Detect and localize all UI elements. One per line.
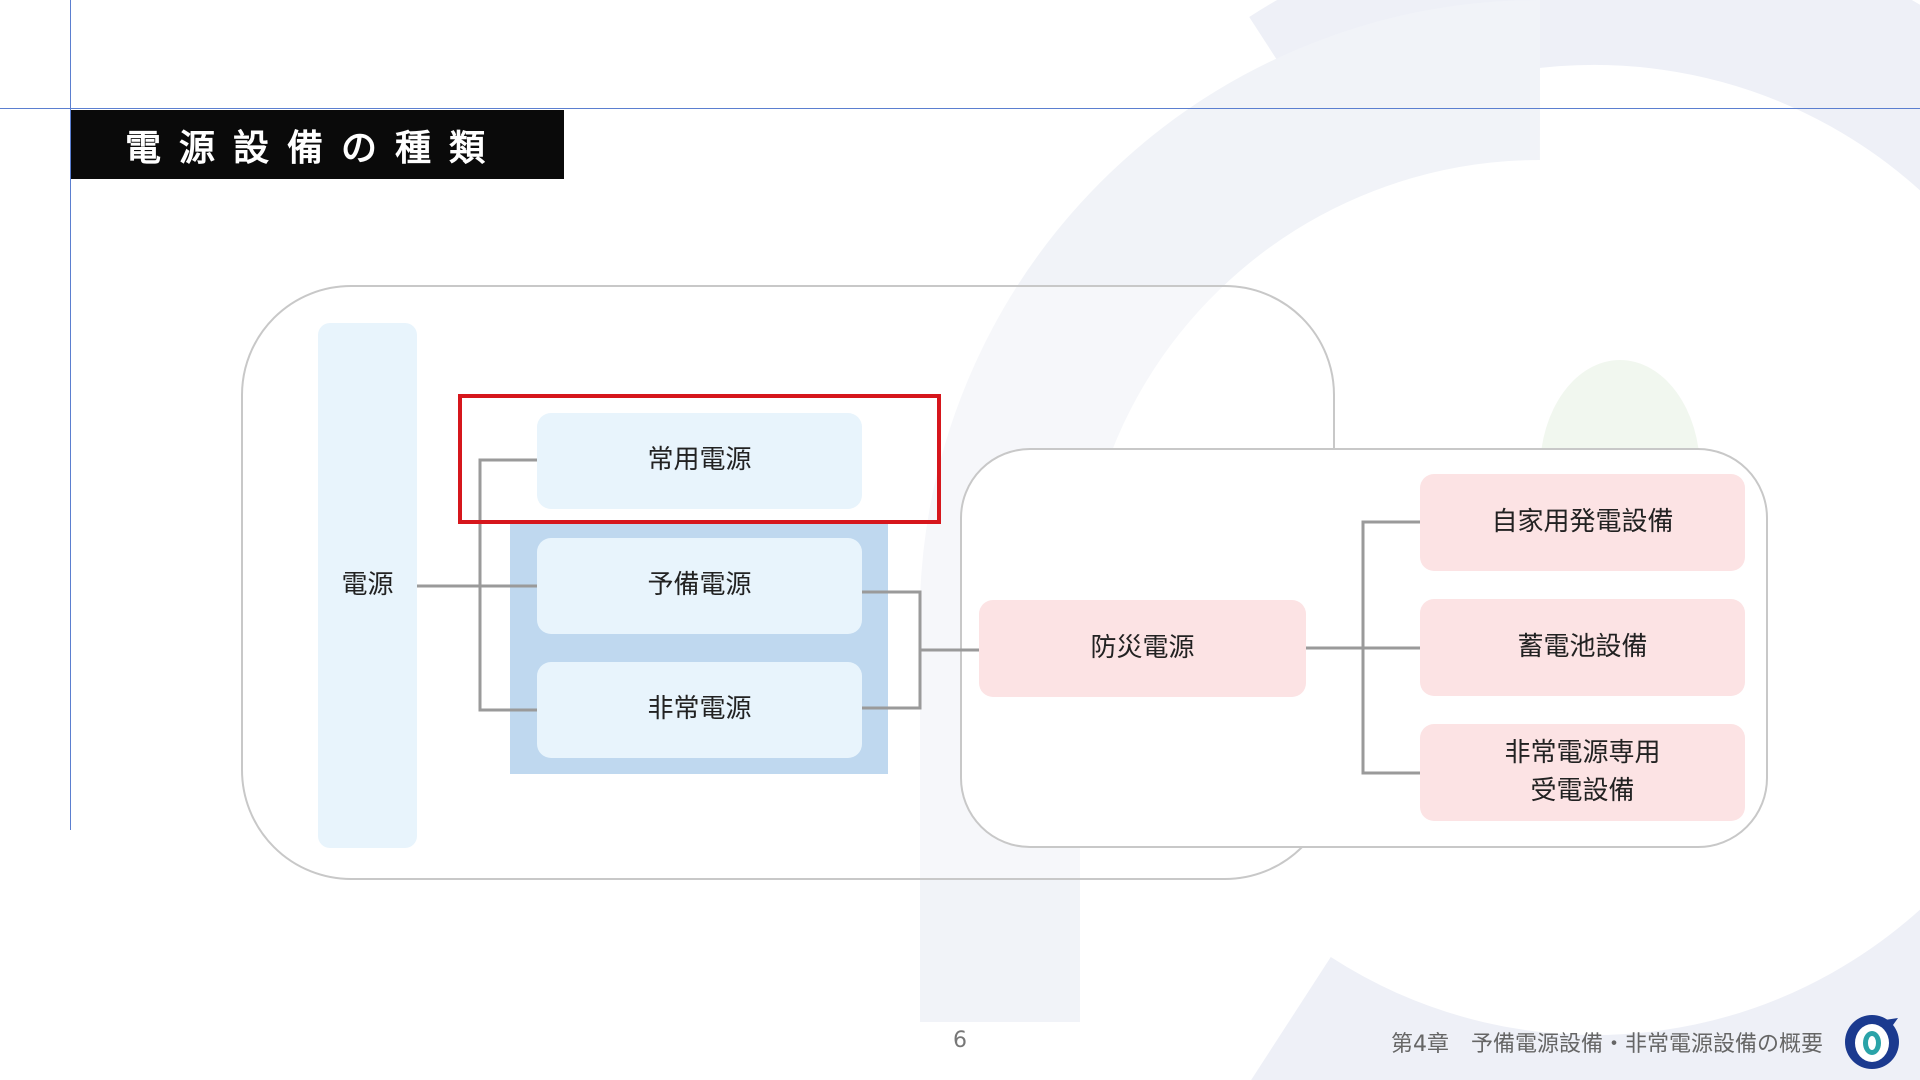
node-disaster-power: 防災電源 bbox=[979, 600, 1306, 697]
node-private-generator: 自家用発電設備 bbox=[1420, 474, 1745, 571]
header-guide-line bbox=[0, 108, 1920, 109]
highlight-frame bbox=[458, 394, 941, 524]
slide-title: 電源設備の種類 bbox=[71, 110, 564, 179]
node-emergency-power: 非常電源 bbox=[537, 662, 862, 758]
node-normal-power: 常用電源 bbox=[537, 413, 862, 509]
node-root: 電源 bbox=[341, 570, 394, 601]
node-backup-power: 予備電源 bbox=[537, 538, 862, 634]
left-guide-line bbox=[70, 0, 71, 830]
source-column bbox=[318, 323, 417, 848]
page-number: 6 bbox=[953, 1028, 967, 1053]
node-storage-battery: 蓄電池設備 bbox=[1420, 599, 1745, 696]
footer-chapter-title: 第4章 予備電源設備・非常電源設備の概要 bbox=[1391, 1032, 1823, 1057]
organization-logo-icon bbox=[1845, 1015, 1899, 1069]
node-emergency-receiving: 非常電源専用 受電設備 bbox=[1420, 724, 1745, 821]
